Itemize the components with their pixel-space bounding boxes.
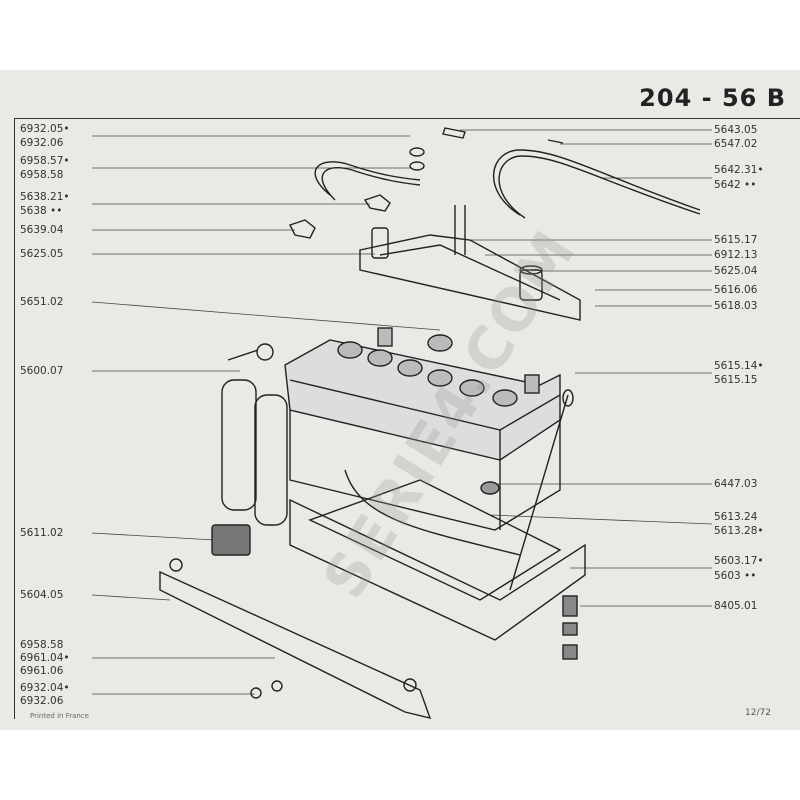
battery — [284, 327, 561, 531]
part-number-label: 5639.04 — [20, 224, 64, 236]
battery-cell-caps — [337, 327, 540, 407]
part-number-label: 6932.06 — [20, 695, 64, 707]
part-number-label: 5613.24 — [714, 511, 758, 523]
part-number-label: 5616.06 — [714, 284, 758, 296]
part-number-label: 5638.21• — [20, 191, 70, 203]
part-number-label: 6961.04• — [20, 652, 70, 664]
part-number-label: 6547.02 — [714, 138, 758, 150]
part-number-label: 5603 •• — [714, 570, 757, 582]
part-number-label: 8405.01 — [714, 600, 758, 612]
part-number-label: 5615.15 — [714, 374, 758, 386]
battery-tray — [289, 498, 586, 641]
part-number-label: 6932.04• — [20, 682, 70, 694]
part-number-label: 5603.17• — [714, 555, 764, 567]
page-title: 204 - 56 B — [639, 84, 786, 112]
threaded-studs — [562, 595, 578, 660]
part-number-label: 5611.02 — [20, 527, 64, 539]
part-number-label: 5604.05 — [20, 589, 64, 601]
battery-clamp — [359, 234, 581, 321]
mounting-bracket — [159, 570, 432, 719]
printed-in-note: Printed in France — [30, 712, 89, 720]
part-number-label: 5625.05 — [20, 248, 64, 260]
tie-rod — [509, 394, 569, 591]
part-number-label: 5615.14• — [714, 360, 764, 372]
diagram-frame — [14, 118, 800, 719]
part-number-label: 5643.05 — [714, 124, 758, 136]
part-number-label: 5642 •• — [714, 179, 757, 191]
part-number-label: 6912.13 — [714, 249, 758, 261]
part-number-label: 6958.58 — [20, 639, 64, 651]
leader-lines — [91, 129, 713, 695]
part-number-label: 5651.02 — [20, 296, 64, 308]
part-number-label: 5613.28• — [714, 525, 764, 537]
part-number-label: 6932.06 — [20, 137, 64, 149]
part-number-label: 5625.04 — [714, 265, 758, 277]
part-number-label: 6961.06 — [20, 665, 64, 677]
part-number-label: 5600.07 — [20, 365, 64, 377]
part-number-label: 5638 •• — [20, 205, 63, 217]
part-number-label: 6958.57• — [20, 155, 70, 167]
part-number-label: 6958.58 — [20, 169, 64, 181]
part-number-label: 6447.03 — [714, 478, 758, 490]
cable-positive — [492, 149, 701, 216]
part-number-label: 5615.17 — [714, 234, 758, 246]
page-number: 12/72 — [745, 708, 771, 718]
part-number-label: 5642.31• — [714, 164, 764, 176]
part-number-label: 6932.05• — [20, 123, 70, 135]
part-number-label: 5618.03 — [714, 300, 758, 312]
cable-negative — [314, 161, 421, 196]
